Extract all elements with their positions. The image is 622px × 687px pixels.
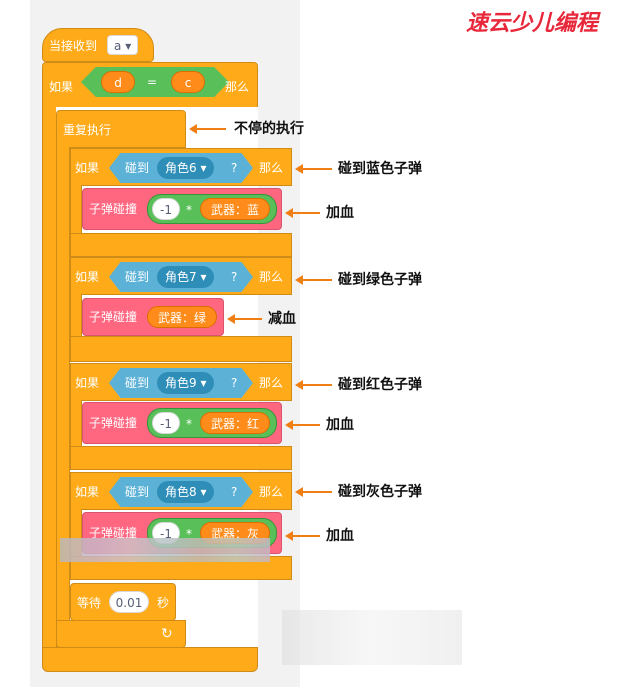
if-arm [70, 400, 82, 450]
sprite-dropdown[interactable]: 角色6 ▾ [157, 157, 215, 179]
multiply-sign: * [186, 203, 192, 217]
broadcast-block-green[interactable]: 子弹碰撞 武器：绿 [82, 298, 224, 336]
if-arm [70, 294, 82, 338]
multiply-operator[interactable]: -1 * 武器：蓝 [147, 194, 277, 224]
message-dropdown[interactable]: a ▾ [107, 35, 139, 55]
annotation-blue: 碰到蓝色子弹 [338, 161, 422, 177]
touch-label: 碰到 [125, 485, 150, 499]
annotation-blue-action: 加血 [326, 205, 354, 221]
broadcast-block-blue[interactable]: 子弹碰撞 -1 * 武器：蓝 [82, 188, 282, 230]
wait-block[interactable]: 等待 0.01 秒 [70, 583, 176, 621]
annotation-arrow [295, 275, 332, 285]
event-label: 子弹碰撞 [89, 526, 138, 540]
if-block-red[interactable]: 如果 碰到 角色9 ▾ ? 那么 [70, 363, 292, 401]
annotation-gray: 碰到灰色子弹 [338, 484, 422, 500]
event-label: 子弹碰撞 [89, 202, 138, 216]
annotation-arrow [285, 420, 320, 430]
question-mark: ? [231, 161, 238, 175]
loop-arrow-icon: ↻ [161, 626, 173, 642]
sprite-name: 角色9 [165, 376, 197, 390]
equals-sign: = [147, 75, 158, 89]
wait-seconds-input[interactable]: 0.01 [109, 591, 149, 613]
annotation-arrow [295, 164, 332, 174]
if-label: 如果 [75, 485, 100, 499]
if-block-green[interactable]: 如果 碰到 角色7 ▾ ? 那么 [70, 257, 292, 295]
blurred-overlay [60, 538, 270, 562]
multiply-sign: * [186, 417, 192, 431]
if-block-blue[interactable]: 如果 碰到 角色6 ▾ ? 那么 [70, 148, 292, 186]
watermark [282, 610, 462, 665]
wait-label: 等待 [77, 596, 102, 610]
sprite-name: 角色7 [165, 270, 197, 284]
chevron-down-icon: ▾ [125, 39, 132, 53]
left-operand[interactable]: d [101, 71, 135, 93]
right-operand[interactable]: c [171, 71, 205, 93]
forever-label: 重复执行 [63, 123, 112, 137]
forever-arm [56, 147, 70, 647]
annotation-arrow [295, 380, 332, 390]
if-arm [70, 185, 82, 235]
touching-sensor[interactable]: 碰到 角色7 ▾ ? [109, 262, 253, 292]
touching-sensor[interactable]: 碰到 角色6 ▾ ? [109, 153, 253, 183]
message-value: a [114, 39, 122, 53]
sprite-name: 角色8 [165, 485, 197, 499]
annotation-arrow [189, 124, 226, 134]
annotation-arrow [227, 314, 262, 324]
seconds-unit: 秒 [157, 596, 170, 610]
annotation-arrow [285, 531, 320, 541]
sprite-name: 角色6 [165, 161, 197, 175]
then-label: 那么 [259, 161, 284, 175]
event-label: 子弹碰撞 [89, 310, 138, 324]
if-block-gray[interactable]: 如果 碰到 角色8 ▾ ? 那么 [70, 472, 292, 510]
touch-label: 碰到 [125, 161, 150, 175]
broadcast-block-red[interactable]: 子弹碰撞 -1 * 武器：红 [82, 402, 282, 444]
annotation-green-action: 减血 [268, 311, 296, 327]
question-mark: ? [231, 270, 238, 284]
weapon-variable[interactable]: 武器：绿 [147, 306, 217, 328]
weapon-variable[interactable]: 武器：蓝 [200, 198, 270, 220]
touch-label: 碰到 [125, 376, 150, 390]
then-label: 那么 [259, 376, 284, 390]
if-foot [70, 233, 292, 257]
then-label: 那么 [225, 80, 250, 94]
if-label: 如果 [75, 376, 100, 390]
forever-block[interactable]: 重复执行 [56, 110, 186, 148]
if-foot [70, 336, 292, 362]
weapon-variable[interactable]: 武器：红 [200, 412, 270, 434]
annotation-arrow [285, 208, 320, 218]
forever-foot: ↻ [56, 620, 186, 648]
hat-label: 当接收到 [49, 39, 98, 53]
annotation-forever: 不停的执行 [234, 121, 304, 137]
number-input[interactable]: -1 [152, 198, 180, 220]
if-main-foot [42, 647, 258, 672]
if-label: 如果 [75, 270, 100, 284]
then-label: 那么 [259, 485, 284, 499]
question-mark: ? [231, 485, 238, 499]
touching-sensor[interactable]: 碰到 角色9 ▾ ? [109, 368, 253, 398]
annotation-red-action: 加血 [326, 417, 354, 433]
number-input[interactable]: -1 [152, 412, 180, 434]
sprite-dropdown[interactable]: 角色8 ▾ [157, 481, 215, 503]
annotation-green: 碰到绿色子弹 [338, 272, 422, 288]
annotation-red: 碰到红色子弹 [338, 377, 422, 393]
if-main-label: 如果 [49, 80, 74, 94]
touch-label: 碰到 [125, 270, 150, 284]
touching-sensor[interactable]: 碰到 角色8 ▾ ? [109, 477, 253, 507]
equals-operator[interactable]: d = c [81, 67, 229, 97]
multiply-operator[interactable]: -1 * 武器：红 [147, 408, 277, 438]
then-label: 那么 [259, 270, 284, 284]
brand-logo: 速云少儿编程 [466, 10, 599, 36]
sprite-dropdown[interactable]: 角色9 ▾ [157, 372, 215, 394]
multiply-sign: * [186, 527, 192, 541]
if-label: 如果 [75, 161, 100, 175]
annotation-arrow [295, 487, 332, 497]
if-foot [70, 446, 292, 470]
event-label: 子弹碰撞 [89, 416, 138, 430]
when-receive-block[interactable]: 当接收到 a ▾ [42, 28, 154, 62]
annotation-gray-action: 加血 [326, 528, 354, 544]
question-mark: ? [231, 376, 238, 390]
sprite-dropdown[interactable]: 角色7 ▾ [157, 266, 215, 288]
